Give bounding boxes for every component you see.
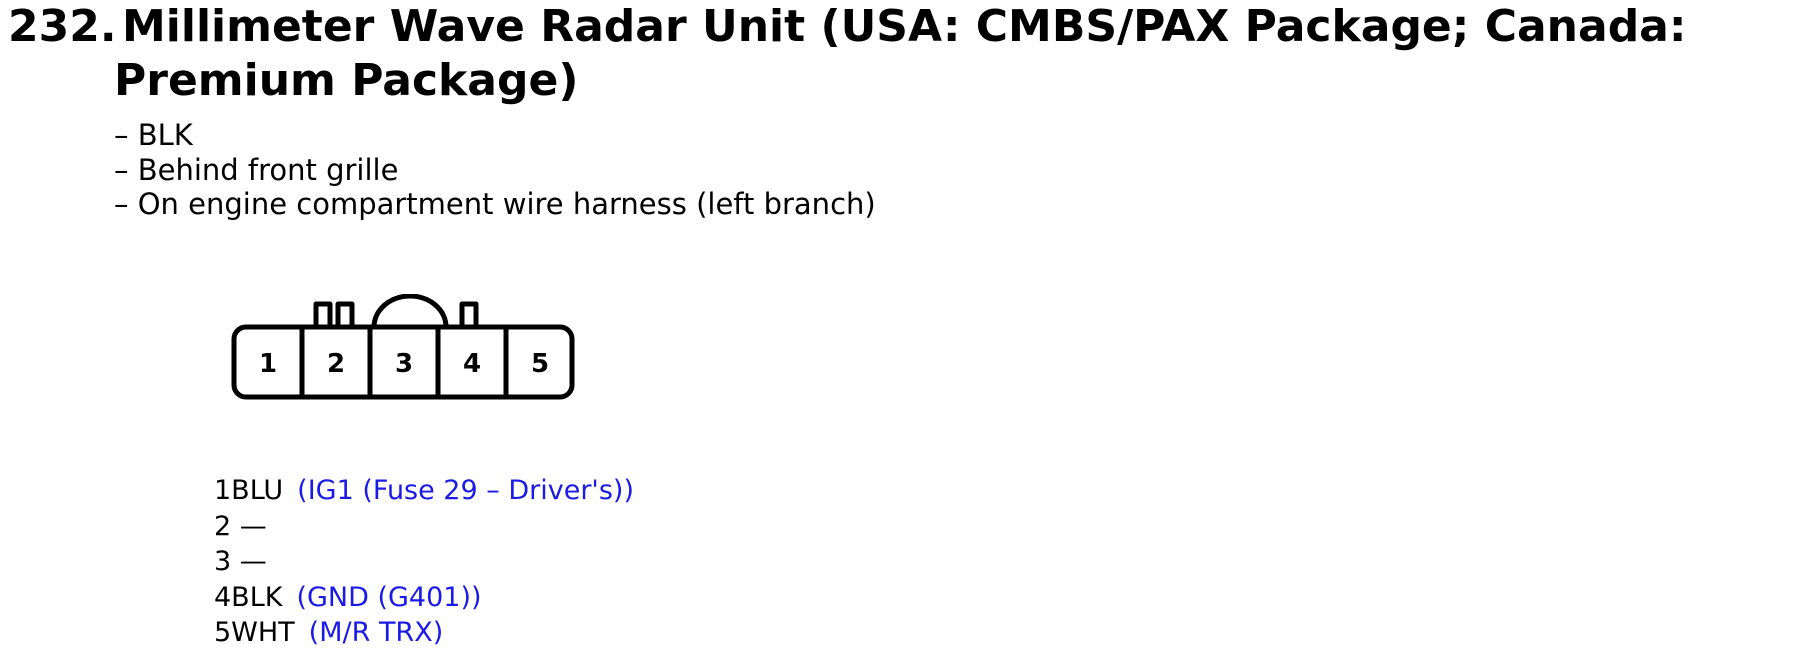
title-line-1: Millimeter Wave Radar Unit (USA: CMBS/PA…: [122, 1, 1687, 52]
pinout-row: 2 —: [214, 509, 634, 545]
circuit-link[interactable]: (M/R TRX): [308, 617, 444, 648]
terminal-4: 4: [463, 349, 481, 379]
title-line-2: Premium Package): [114, 55, 579, 106]
detail-harness: – On engine compartment wire harness (le…: [114, 187, 876, 221]
pin-label: 2 —: [214, 510, 267, 542]
terminal-1: 1: [259, 349, 277, 379]
pin-label: 5WHT: [214, 617, 295, 648]
detail-location: – Behind front grille: [114, 152, 399, 187]
pin-label: 1BLU: [214, 475, 284, 506]
pinout-row: 1BLU (IG1 (Fuse 29 – Driver's)): [214, 473, 634, 509]
pin-label: 4BLK: [214, 581, 283, 613]
locking-tab: [335, 301, 355, 330]
connector-diagram: 1 2 3 4 5: [231, 294, 575, 400]
circuit-link[interactable]: (IG1 (Fuse 29 – Driver's)): [297, 475, 634, 506]
component-details: – BLK – Behind front grille – On engine …: [114, 118, 876, 222]
pinout-row: 5WHT (M/R TRX): [214, 615, 634, 651]
pinout-row: 3 —: [214, 544, 634, 580]
locking-tab: [459, 301, 479, 330]
component-number: 232.: [8, 1, 117, 52]
terminal-3: 3: [395, 349, 413, 379]
locking-tab: [313, 301, 333, 330]
detail-connector-color: – BLK: [114, 118, 193, 152]
connector-housing: [231, 324, 575, 400]
terminal-2: 2: [327, 349, 345, 379]
pinout-row: 4BLK (GND (G401)): [214, 580, 634, 616]
latch-arch: [371, 294, 449, 328]
terminal-5: 5: [531, 349, 549, 379]
circuit-link[interactable]: (GND (G401)): [296, 581, 482, 613]
pinout-list: 1BLU (IG1 (Fuse 29 – Driver's)) 2 — 3 — 4…: [214, 473, 634, 651]
pin-label: 3 —: [214, 546, 267, 577]
